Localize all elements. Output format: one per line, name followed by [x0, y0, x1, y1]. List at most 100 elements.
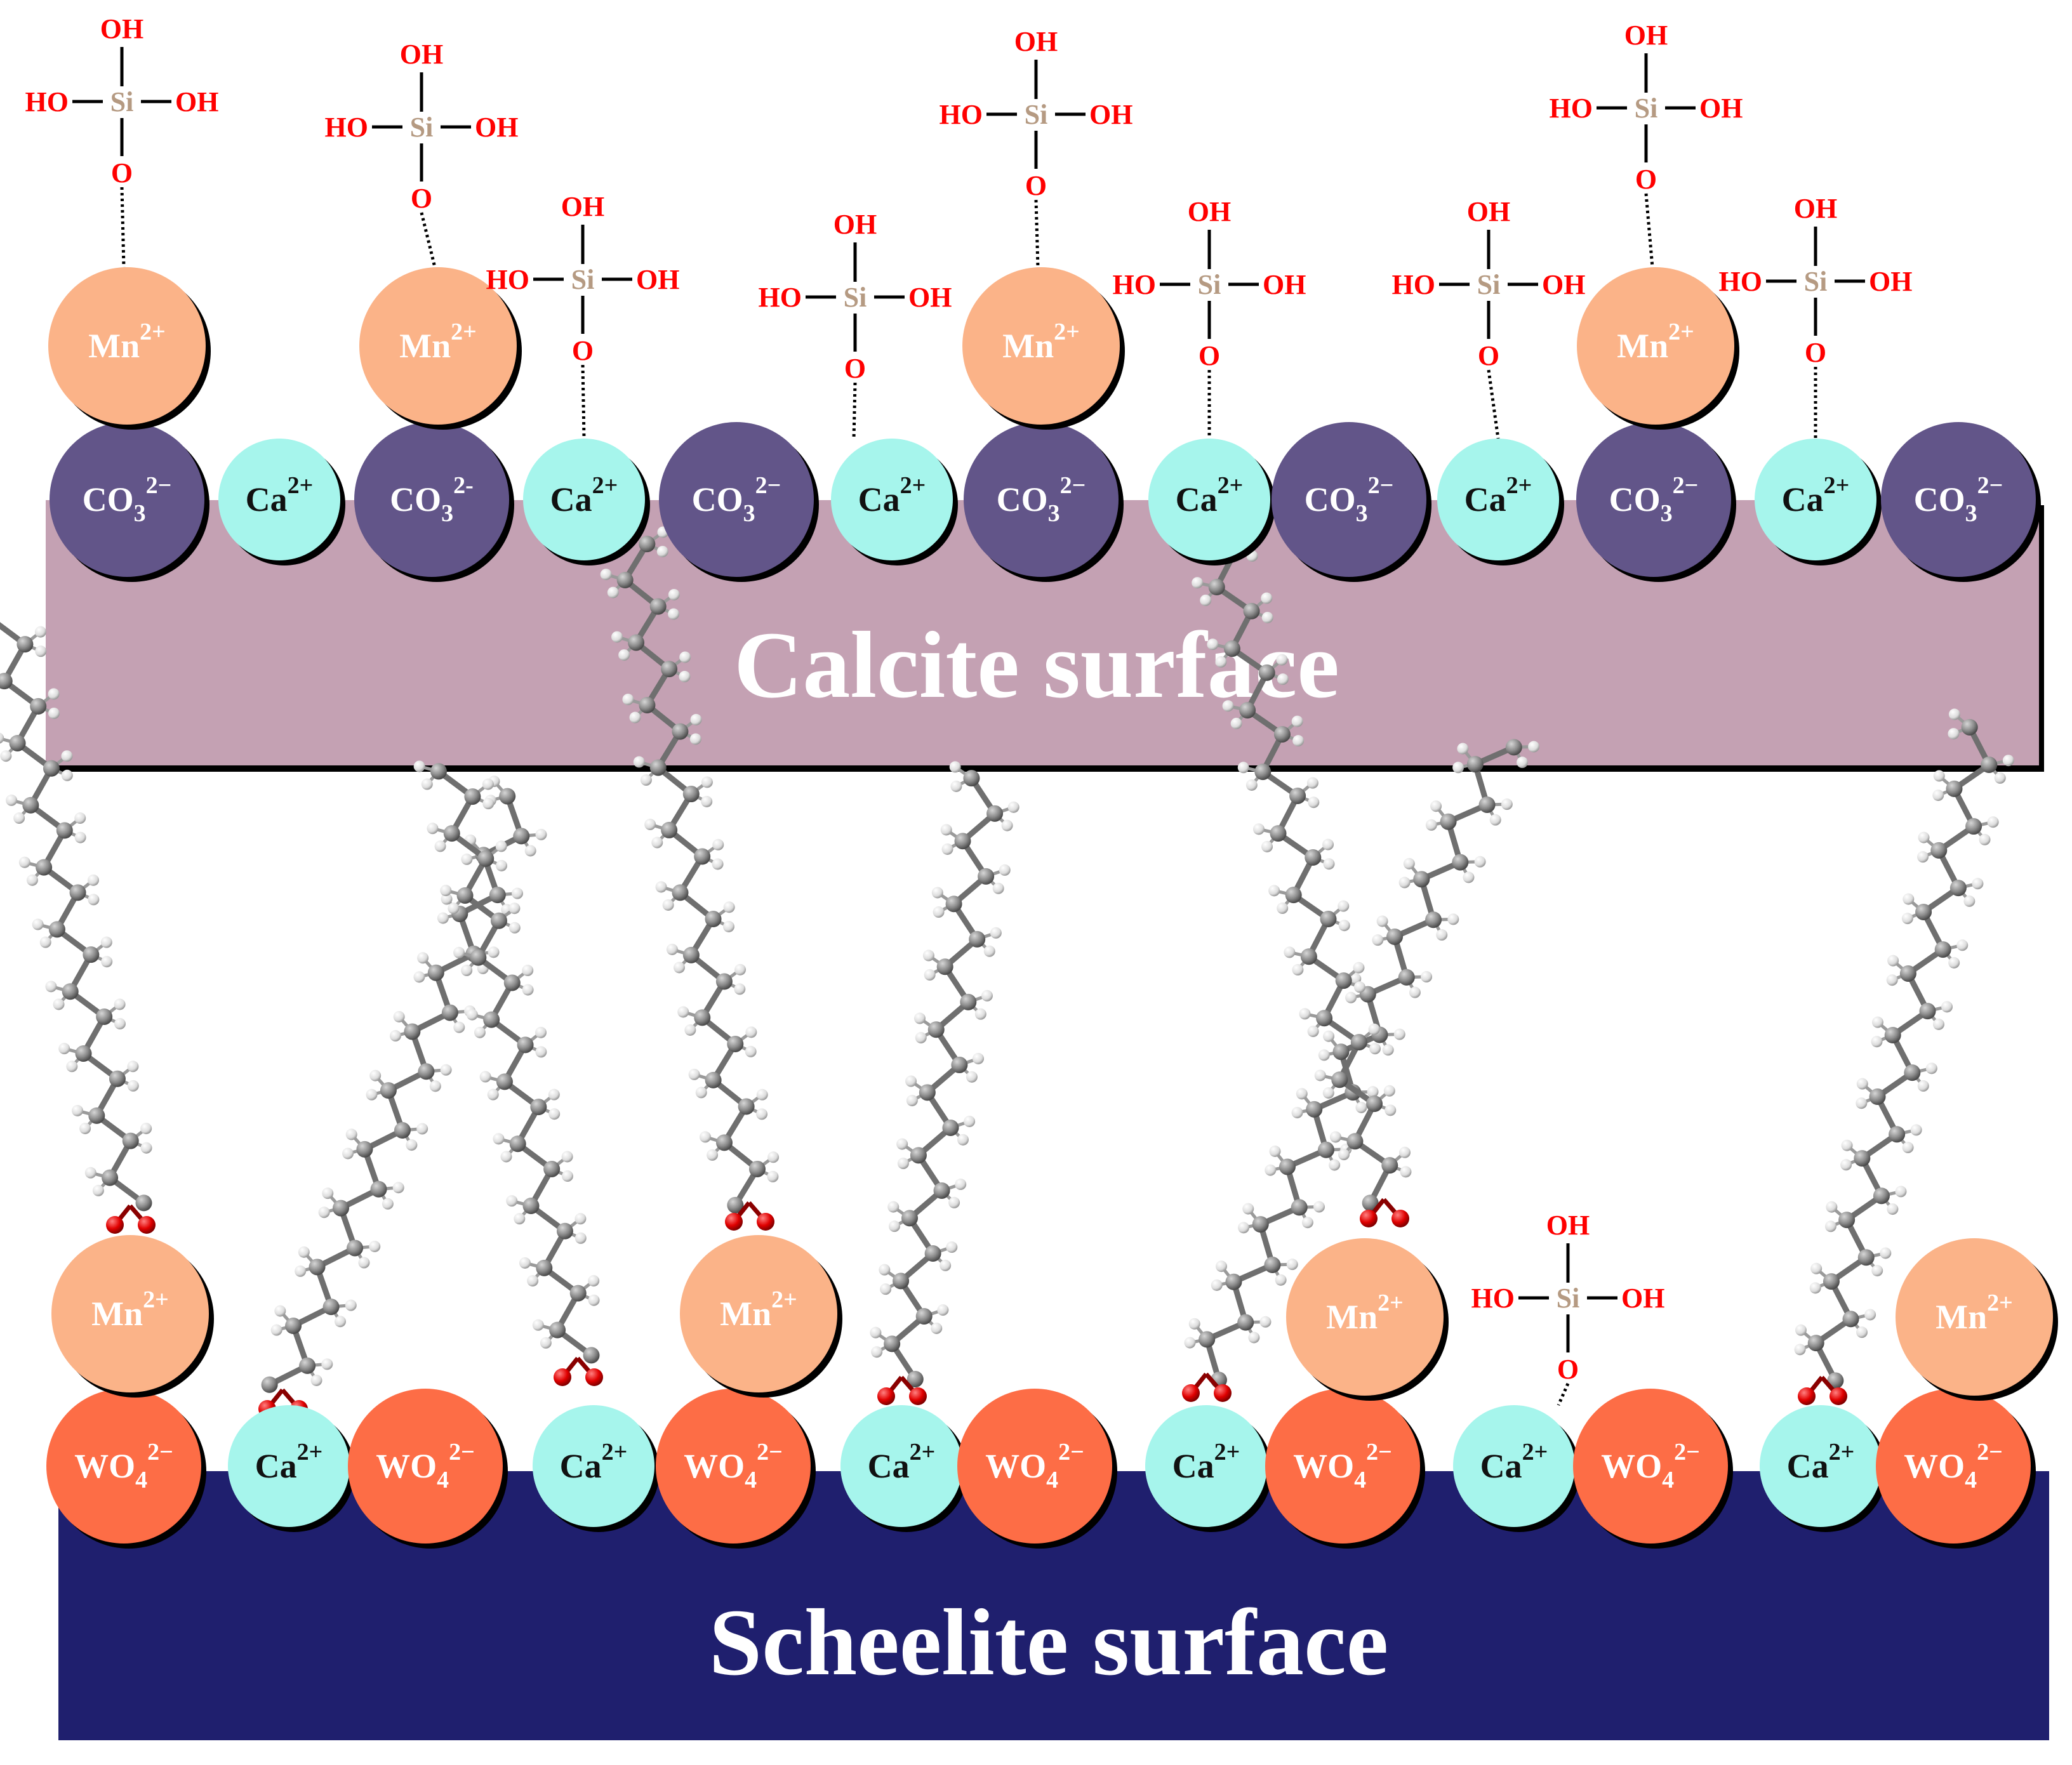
- carbon-atom: [906, 1371, 924, 1388]
- hydrogen-atom: [548, 1088, 560, 1101]
- hydrogen-atom: [127, 1080, 139, 1092]
- hydrogen-atom: [495, 840, 507, 852]
- carbon-atom: [1332, 1043, 1350, 1061]
- hydrogen-atom: [466, 1008, 478, 1021]
- coordination-bond: [1034, 199, 1040, 268]
- silicon-atom-label: Si: [1025, 99, 1048, 130]
- carbon-atom: [963, 770, 980, 787]
- carbon-atom: [682, 786, 700, 803]
- superscript: 2+: [900, 472, 926, 499]
- silicon-atom-label: Si: [1635, 93, 1658, 124]
- hydrogen-atom: [1277, 673, 1289, 685]
- carbonate-ion: CO32−: [659, 422, 819, 582]
- carbon-atom: [69, 884, 86, 901]
- symbol: Ca: [246, 480, 288, 519]
- hydrogen-atom: [322, 1187, 334, 1200]
- hydrogen-atom: [508, 922, 521, 934]
- tungstate-ion-body: [348, 1389, 503, 1544]
- carbon-atom: [1264, 1257, 1281, 1274]
- superscript: 2−: [755, 472, 781, 499]
- hydrogen-atom: [964, 1115, 976, 1127]
- carbon-atom: [464, 788, 481, 805]
- hydrogen-atom: [1987, 816, 1999, 828]
- carbon-atom: [1237, 1314, 1254, 1331]
- oxygen-atom: [1182, 1384, 1200, 1402]
- subscript: 3: [1356, 500, 1368, 527]
- carbon-atom: [901, 1210, 919, 1227]
- hydrogen-atom: [58, 1043, 70, 1055]
- hydrogen-atom: [712, 858, 724, 870]
- hydrogen-atom: [561, 1151, 573, 1163]
- manganese-ion-body: [359, 267, 517, 425]
- manganese-ion-label: Mn2+: [399, 319, 477, 365]
- superscript: 2+: [140, 319, 166, 345]
- carbon-atom: [430, 763, 447, 780]
- hydrogen-atom: [1932, 1018, 1944, 1030]
- hydroxyl-label-left: HO: [940, 99, 983, 130]
- symbol: Ca: [1172, 1447, 1214, 1485]
- superscript: 2−: [146, 472, 172, 499]
- manganese-ion-body: [1286, 1238, 1444, 1396]
- carbon-atom: [499, 788, 516, 805]
- carbon-atom: [489, 887, 506, 904]
- calcium-ion-body: [228, 1405, 350, 1527]
- manganese-ion-body: [680, 1235, 837, 1392]
- hydrogen-atom: [417, 952, 429, 964]
- hydrogen-atom: [1856, 1326, 1868, 1339]
- hydrogen-atom: [1307, 1026, 1319, 1038]
- hydrogen-atom: [1318, 1049, 1330, 1061]
- hydrogen-atom: [588, 1294, 600, 1306]
- hydrogen-atom: [1338, 1149, 1350, 1161]
- superscript: 2−: [1368, 472, 1394, 499]
- carbon-atom: [490, 912, 507, 929]
- hydrogen-atom: [18, 856, 30, 868]
- hydrogen-atom: [310, 1374, 322, 1386]
- tungstate-ion-label: WO42−: [74, 1439, 173, 1493]
- carbon-atom: [727, 1035, 744, 1052]
- hydrogen-atom: [1457, 743, 1469, 755]
- subscript: 3: [1965, 500, 1977, 527]
- hydrogen-atom: [607, 586, 619, 598]
- hydrogen-atom: [13, 812, 25, 824]
- carbon-atom: [43, 760, 60, 777]
- hydrogen-atom: [1383, 1085, 1395, 1097]
- carbonate-ion: CO32−: [1576, 422, 1736, 582]
- carbonate-ion-body: [964, 422, 1119, 577]
- tungstate-ion: WO42−: [656, 1389, 816, 1549]
- hydrogen-atom: [1903, 893, 1915, 905]
- hydrogen-atom: [756, 1088, 768, 1101]
- calcium-ion: Ca2+: [218, 439, 345, 565]
- carbon-atom: [1239, 702, 1256, 719]
- hydrogen-atom: [688, 1068, 700, 1080]
- subscript: 4: [1046, 1467, 1058, 1493]
- hydrogen-atom: [35, 645, 47, 658]
- hydrogen-atom: [1421, 971, 1433, 983]
- hydrogen-atom: [1516, 757, 1528, 769]
- carbon-atom: [661, 821, 678, 838]
- tungstate-ion-label: WO42−: [1904, 1439, 2003, 1493]
- hydrogen-atom: [1963, 895, 1976, 907]
- calcium-ion-label: Ca2+: [1787, 1439, 1855, 1485]
- carbon-atom: [309, 1259, 326, 1276]
- hydrogen-atom: [1367, 1086, 1379, 1098]
- symbol: WO: [1904, 1447, 1965, 1485]
- carbon-atom: [1869, 1088, 1886, 1106]
- hydrogen-atom: [1948, 728, 1960, 740]
- hydrogen-atom: [1265, 1164, 1277, 1176]
- carbon-atom: [1807, 1335, 1824, 1352]
- hydrogen-atom: [1463, 871, 1475, 883]
- carbon-atom: [483, 1011, 500, 1028]
- hydrogen-atom: [712, 838, 724, 850]
- hydrogen-atom: [629, 711, 641, 724]
- carbon-atom: [543, 1160, 561, 1177]
- oxygen-atom: [138, 1216, 156, 1234]
- subscript: 3: [1048, 500, 1060, 527]
- hydrogen-atom: [482, 798, 495, 810]
- silicon-atom-label: Si: [1477, 269, 1501, 300]
- hydrogen-atom: [1322, 1087, 1334, 1099]
- subscript: 4: [135, 1467, 147, 1493]
- hydrogen-atom: [722, 920, 734, 932]
